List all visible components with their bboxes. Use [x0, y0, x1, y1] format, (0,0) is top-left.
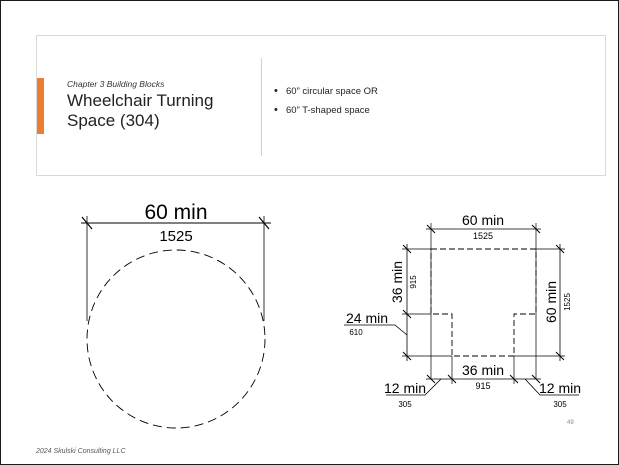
- title-divider: [261, 58, 262, 156]
- t-left-tick-bot: [402, 351, 412, 361]
- t-top-label: 60 min: [462, 212, 504, 228]
- title-box: Chapter 3 Building Blocks Wheelchair Tur…: [36, 35, 606, 176]
- t-shape-outline: [430, 248, 537, 357]
- t-top-mm: 1525: [473, 231, 493, 241]
- corner-left-mm: 305: [398, 400, 412, 409]
- chapter-label: Chapter 3 Building Blocks: [67, 79, 165, 89]
- corner-left-leader: [386, 378, 442, 396]
- arm-leader: [344, 324, 408, 336]
- t-right-tick-bot: [555, 351, 565, 361]
- t-shaped-labels: 60 min 1525 36 min 915 60 min 1525 24 mi…: [346, 212, 581, 409]
- bullet-list: 60” circular space OR 60” T-shaped space: [274, 85, 378, 124]
- t-bottom-tick-3: [509, 374, 519, 384]
- corner-left-label: 12 min: [384, 380, 426, 396]
- t-shaped-space-diagram: [344, 223, 579, 396]
- t-left-tick-top: [402, 244, 412, 254]
- t-bottom-tick-1: [426, 374, 436, 384]
- corner-right-label: 12 min: [539, 380, 581, 396]
- t-right-tick-top: [555, 244, 565, 254]
- t-right-mm: 1525: [563, 293, 572, 311]
- t-right-label: 60 min: [543, 281, 559, 323]
- t-bottom-label: 36 min: [462, 362, 504, 378]
- t-arm-label: 24 min: [346, 310, 388, 326]
- t-bottom-tick-4: [531, 374, 541, 384]
- turning-circle: [86, 249, 266, 429]
- t-arm-mm: 610: [349, 328, 363, 337]
- turning-space-diagrams: 60 min 1525: [81, 201, 581, 429]
- t-bottom-tick-2: [447, 374, 457, 384]
- t-left-mm: 915: [409, 275, 418, 289]
- corner-right-leader: [524, 378, 579, 396]
- footer-copyright: 2024 Skulski Consulting LLC: [36, 448, 126, 455]
- circle-dim-mm: 1525: [159, 228, 192, 245]
- corner-right-mm: 305: [553, 400, 567, 409]
- accent-bar: [37, 78, 44, 134]
- slide-title: Wheelchair Turning Space (304): [67, 91, 214, 130]
- t-bottom-mm: 915: [475, 381, 490, 391]
- circle-dim-label: 60 min: [144, 201, 207, 224]
- t-left-label: 36 min: [389, 261, 405, 303]
- circular-space-diagram: 60 min 1525: [81, 201, 271, 429]
- t-left-tick-mid: [402, 309, 412, 319]
- bullet-item: 60” T-shaped space: [274, 104, 378, 116]
- page-number: 49: [567, 420, 574, 426]
- bullet-item: 60” circular space OR: [274, 85, 378, 97]
